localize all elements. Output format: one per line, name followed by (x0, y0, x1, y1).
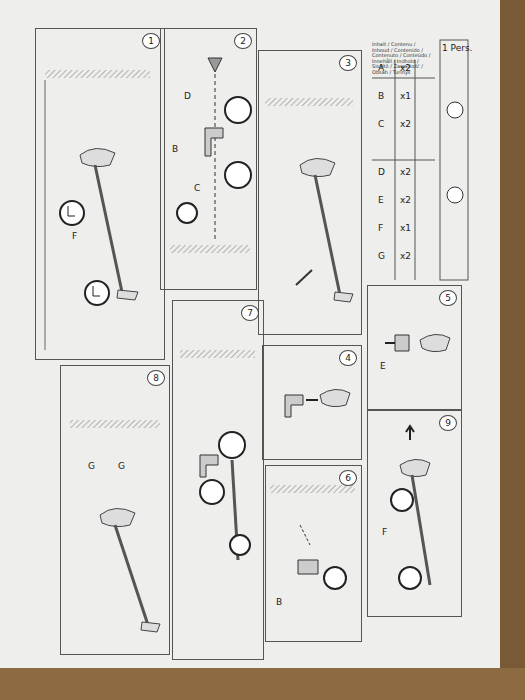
step-panel: 8 (60, 365, 170, 655)
part-label: B (172, 145, 178, 155)
step-panel: 7 (172, 300, 264, 660)
step-number: 3 (339, 55, 357, 71)
part-label: F (72, 232, 77, 242)
step-panel: 6 (265, 465, 362, 642)
part-label: x2 (400, 168, 411, 178)
part-label: x2 (400, 120, 411, 130)
part-label: G (378, 252, 385, 262)
part-label: A (378, 64, 384, 74)
step-number: 1 (142, 33, 160, 49)
part-label: x1 (400, 92, 411, 102)
step-panel: 4 (262, 345, 362, 460)
step-panel: 3 (258, 50, 362, 335)
part-label: D (378, 168, 385, 178)
step-number: 6 (339, 470, 357, 486)
part-label: B (378, 92, 384, 102)
part-label: x2 (400, 64, 411, 74)
part-label: E (380, 362, 386, 372)
step-number: 7 (241, 305, 259, 321)
step-panel: 2 (160, 28, 257, 290)
step-number: 8 (147, 370, 165, 386)
paper-sheet (0, 0, 500, 668)
step-number: 9 (439, 415, 457, 431)
part-label: F (382, 528, 387, 538)
step-panel: 5 (367, 285, 462, 410)
part-label: G (88, 462, 95, 472)
part-label: 1 Pers. (442, 44, 472, 54)
step-number: 5 (439, 290, 457, 306)
step-panel: 1 (35, 28, 165, 360)
part-label: D (184, 92, 191, 102)
part-label: C (194, 184, 200, 194)
step-panel: 9 (367, 410, 462, 617)
part-label: x1 (400, 224, 411, 234)
part-label: x2 (400, 196, 411, 206)
step-number: 2 (234, 33, 252, 49)
part-label: F (378, 224, 383, 234)
part-label: G (118, 462, 125, 472)
part-label: C (378, 120, 384, 130)
step-number: 4 (339, 350, 357, 366)
part-label: B (276, 598, 282, 608)
part-label: x2 (400, 252, 411, 262)
part-label: E (378, 196, 384, 206)
